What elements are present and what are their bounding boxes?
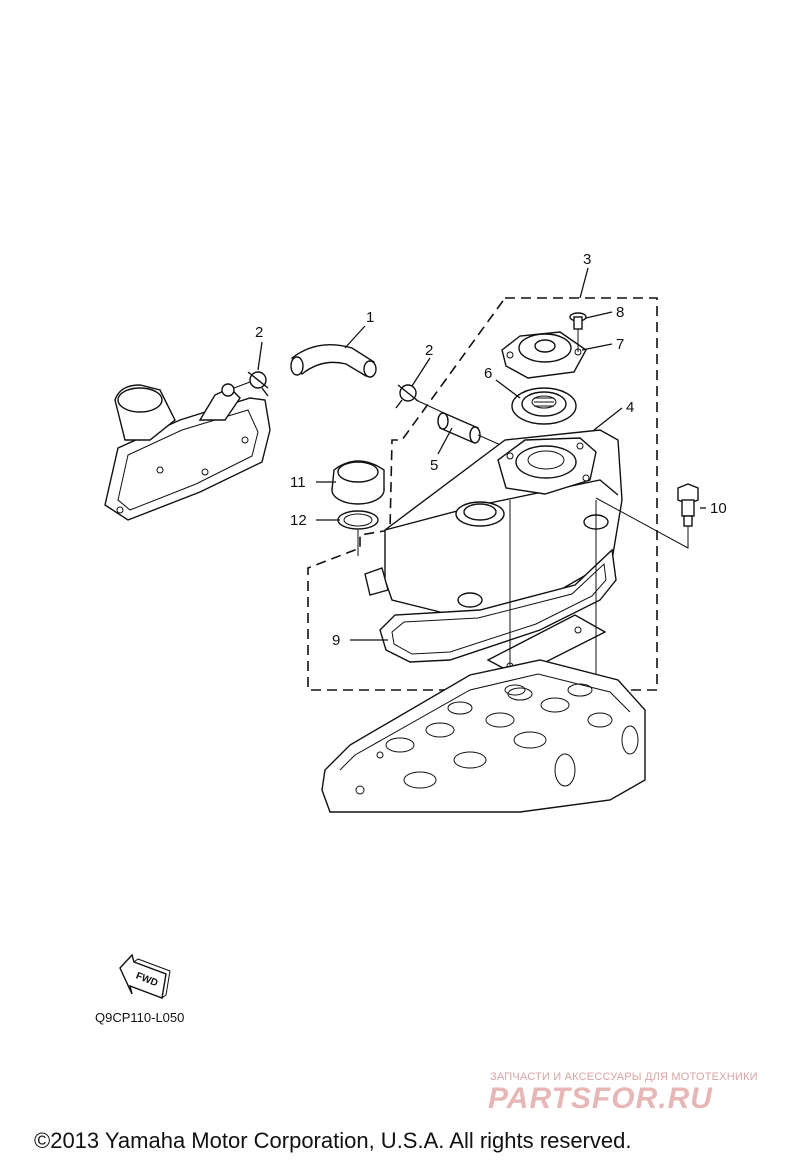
callout-7: 7 xyxy=(616,336,624,353)
callout-4: 4 xyxy=(626,399,634,416)
hose-clamp-right xyxy=(395,384,419,409)
diaphragm xyxy=(511,387,577,425)
cylinder-head-cover xyxy=(364,429,623,621)
callout-11: 11 xyxy=(290,474,306,491)
breather-housing xyxy=(104,384,271,521)
breather-cap xyxy=(501,331,587,379)
callout-2-left: 2 xyxy=(255,324,263,341)
callout-9: 9 xyxy=(332,632,340,649)
callout-8: 8 xyxy=(616,304,624,321)
copyright-notice: ©2013 Yamaha Motor Corporation, U.S.A. A… xyxy=(34,1128,632,1153)
page-code: Q9CP110-L050 xyxy=(95,1010,185,1025)
callout-2-right: 2 xyxy=(425,342,433,359)
gasket xyxy=(379,548,617,663)
hose-clamp-left xyxy=(221,371,269,397)
fwd-arrow-icon: FWD xyxy=(119,953,171,999)
cylinder-head xyxy=(321,659,646,813)
callout-5: 5 xyxy=(430,457,438,474)
short-hose xyxy=(437,412,481,444)
bolt-10 xyxy=(677,483,699,527)
o-ring xyxy=(337,510,379,530)
breather-hose xyxy=(290,343,377,378)
oil-filler-cap xyxy=(331,460,385,505)
assembly-boundary xyxy=(307,297,658,691)
watermark-logo: PARTSFOR.RU xyxy=(488,1082,713,1115)
bolt-8 xyxy=(569,312,587,352)
callout-12: 12 xyxy=(290,512,307,529)
callout-10: 10 xyxy=(710,500,727,517)
callout-1: 1 xyxy=(366,309,374,326)
watermark-tagline: ЗАПЧАСТИ И АКСЕССУАРЫ ДЛЯ МОТОТЕХНИКИ xyxy=(490,1071,758,1083)
callout-6: 6 xyxy=(484,365,492,382)
callout-3: 3 xyxy=(583,251,591,268)
